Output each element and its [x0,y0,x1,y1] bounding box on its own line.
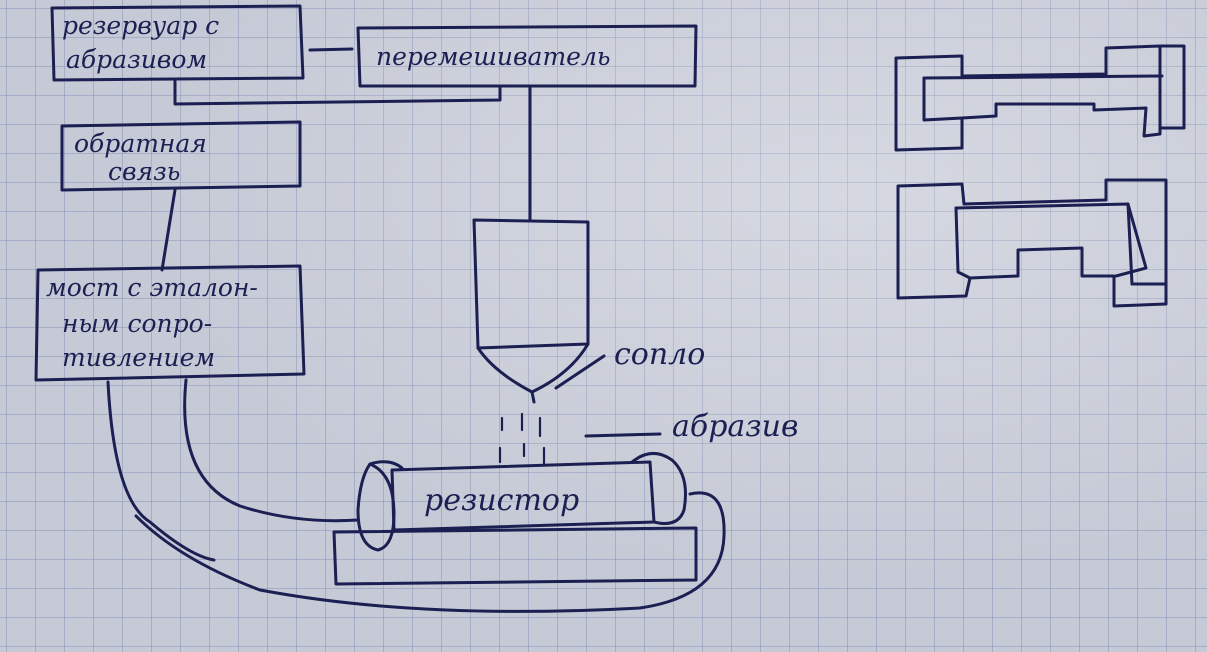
resistor-label: резистор [424,483,579,518]
wire-bridge-to-resistor-left [183,378,360,523]
connector-feedback-bridge [160,188,177,272]
feedback-label-line2: связь [108,157,180,186]
abrasive-stream [498,412,546,466]
abrasive-leader-line [584,432,662,438]
resistor: резистор [332,452,698,586]
wire-resistor-loop-return [134,491,726,613]
abrasive-reservoir-label-line1: резервуар с [62,11,219,40]
bridge-label-line3: тивлением [62,343,215,372]
feedback-block: обратная связь [60,120,302,192]
nozzle [472,218,590,404]
abrasive-reservoir-block: резервуар с абразивом [50,4,305,82]
mixer-label: перемешиватель [376,42,611,71]
bridge-block: мост с эталон- ным сопро- тивлением [34,264,306,382]
connector-reservoir-feedback [173,78,502,106]
wire-bridge-to-resistor-outer [106,380,216,562]
mixer-block: перемешиватель [356,24,698,88]
bridge-label-line1: мост с эталон- [46,273,258,302]
bridge-label-line2: ным сопро- [62,309,212,338]
trimmed-resistor-sketch-bottom [896,178,1168,308]
abrasive-reservoir-label-line2: абразивом [66,45,207,74]
feedback-label-line1: обратная [74,129,207,158]
nozzle-label: сопло [614,337,705,372]
nozzle-leader-line [554,354,606,390]
trimmed-resistor-sketch-top [894,44,1186,152]
abrasive-label: абразив [672,409,798,444]
connector-reservoir-mixer [308,47,354,52]
